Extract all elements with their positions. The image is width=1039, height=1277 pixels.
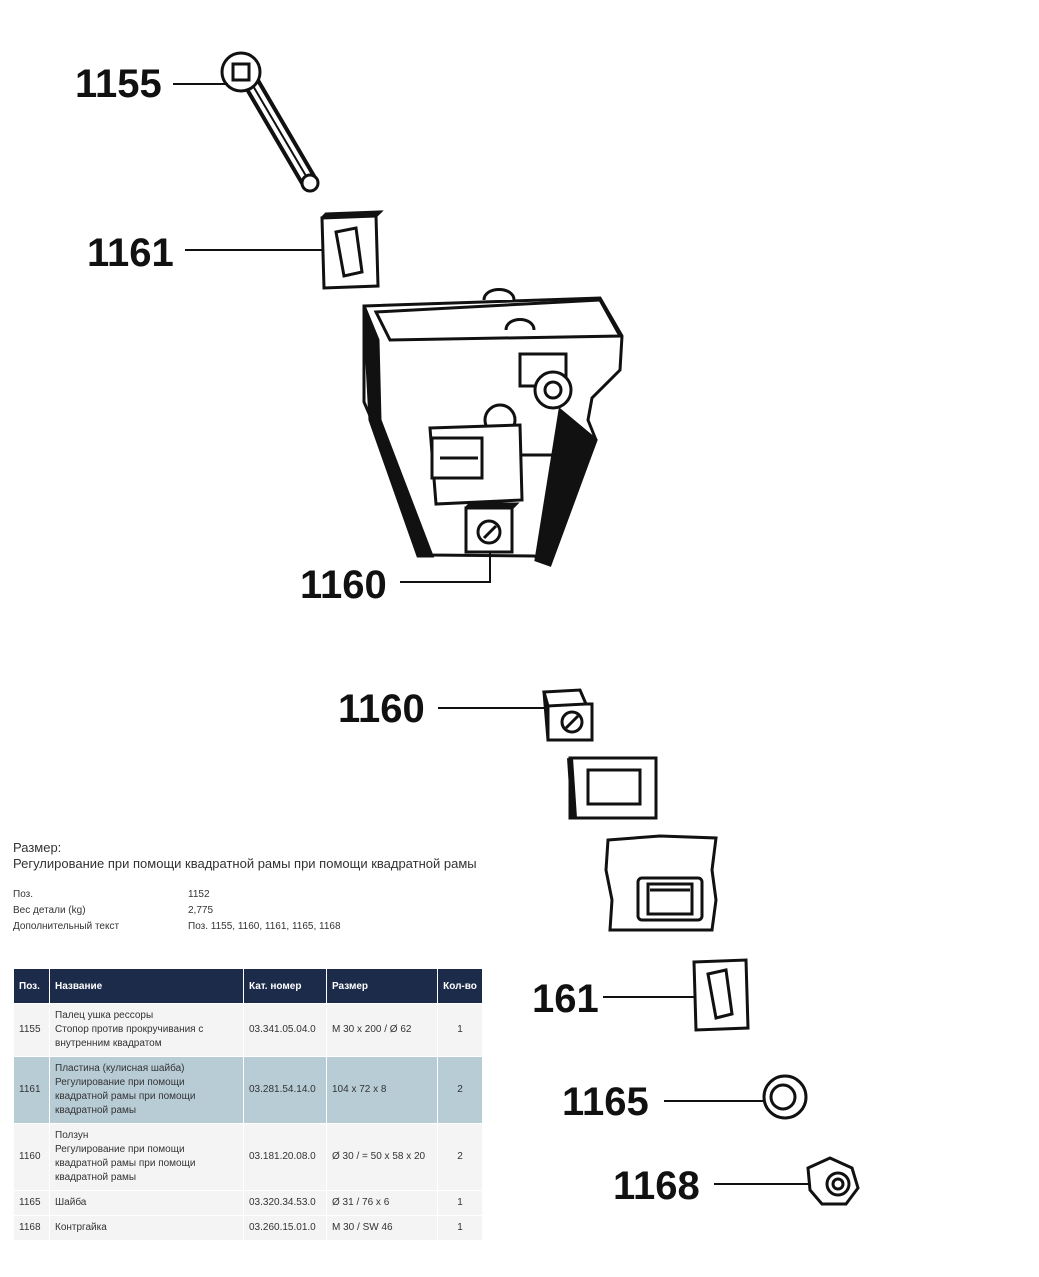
leader-1168 — [714, 1183, 810, 1185]
column-header-qty[interactable]: Кол-во — [437, 968, 483, 1004]
cell-size: M 30 x 200 / Ø 62 — [326, 1003, 438, 1057]
property-row: Поз. 1152 — [13, 886, 553, 902]
cell-catno: 03.320.34.53.0 — [243, 1190, 327, 1216]
callout-1168: 1168 — [613, 1164, 700, 1208]
part-properties: Поз. 1152 Вес детали (kg) 2,775 Дополнит… — [13, 886, 553, 934]
cell-catno: 03.341.05.04.0 — [243, 1003, 327, 1057]
leader-1165 — [664, 1100, 764, 1102]
cell-pos: 1165 — [13, 1190, 50, 1216]
property-value: 2,775 — [188, 904, 214, 916]
column-header-size[interactable]: Размер — [326, 968, 438, 1004]
locknut-1168-illustration — [806, 1156, 860, 1206]
exploded-parts-diagram-lower — [604, 834, 860, 1206]
property-value: Поз. 1155, 1160, 1161, 1165, 1168 — [188, 920, 341, 932]
housing-piece-illustration — [604, 834, 718, 932]
cell-qty: 2 — [437, 1123, 483, 1191]
leader-161 — [603, 996, 694, 998]
property-label: Поз. — [13, 888, 33, 900]
cell-qty: 1 — [437, 1215, 483, 1241]
cell-name: Пластина (кулисная шайба)Регулирование п… — [49, 1056, 244, 1124]
cell-catno: 03.260.15.01.0 — [243, 1215, 327, 1241]
property-row: Вес детали (kg) 2,775 — [13, 902, 553, 918]
cell-qty: 1 — [437, 1003, 483, 1057]
table-row[interactable]: 1168 Контргайка 03.260.15.01.0 M 30 / SW… — [13, 1215, 483, 1241]
cell-qty: 2 — [437, 1056, 483, 1124]
cell-size: Ø 31 / 76 x 6 — [326, 1190, 438, 1216]
callout-1161: 1161 — [87, 231, 174, 275]
bracket-assembly-illustration — [362, 288, 624, 567]
table-header-row: Поз. Название Кат. номер Размер Кол-во — [13, 968, 483, 1004]
bolt-1155-illustration — [220, 51, 320, 193]
exploded-parts-diagram — [173, 51, 658, 820]
table-row[interactable]: 1165 Шайба 03.320.34.53.0 Ø 31 / 76 x 6 … — [13, 1190, 483, 1216]
property-label: Дополнительный текст — [13, 920, 120, 932]
column-header-pos[interactable]: Поз. — [13, 968, 50, 1004]
cell-catno: 03.281.54.14.0 — [243, 1056, 327, 1124]
column-header-name[interactable]: Название — [49, 968, 244, 1004]
frame-plate-illustration — [567, 756, 658, 820]
cell-qty: 1 — [437, 1190, 483, 1216]
table-row-selected[interactable]: 1161 Пластина (кулисная шайба)Регулирова… — [13, 1056, 483, 1124]
washer-1165-illustration — [762, 1074, 808, 1120]
cell-pos: 1161 — [13, 1056, 50, 1124]
property-label: Вес детали (kg) — [13, 904, 86, 916]
plate-161-illustration — [692, 958, 750, 1032]
callout-1160-top: 1160 — [300, 563, 387, 607]
cell-size: 104 x 72 x 8 — [326, 1056, 438, 1124]
property-value: 1152 — [188, 888, 210, 900]
part-info: Размер: Регулирование при помощи квадрат… — [13, 840, 553, 934]
cell-pos: 1168 — [13, 1215, 50, 1241]
cell-size: Ø 30 / = 50 x 58 x 20 — [326, 1123, 438, 1191]
callout-1165: 1165 — [562, 1080, 649, 1124]
size-heading: Размер: — [13, 840, 62, 855]
callout-1155: 1155 — [75, 62, 162, 106]
callout-1160-bottom: 1160 — [338, 687, 425, 731]
size-description: Регулирование при помощи квадратной рамы… — [13, 856, 477, 871]
cell-name: Контргайка — [49, 1215, 244, 1241]
cell-catno: 03.181.20.08.0 — [243, 1123, 327, 1191]
parts-table: Поз. Название Кат. номер Размер Кол-во 1… — [13, 968, 483, 1241]
cell-name: Шайба — [49, 1190, 244, 1216]
plate-1161-illustration — [320, 210, 384, 290]
column-header-catno[interactable]: Кат. номер — [243, 968, 327, 1004]
slider-1160-illustration — [542, 688, 594, 742]
property-row: Дополнительный текст Поз. 1155, 1160, 11… — [13, 918, 553, 934]
cell-pos: 1155 — [13, 1003, 50, 1057]
cell-pos: 1160 — [13, 1123, 50, 1191]
leader-1160-top — [400, 552, 491, 583]
callout-161: 161 — [532, 977, 599, 1021]
cell-size: M 30 / SW 46 — [326, 1215, 438, 1241]
